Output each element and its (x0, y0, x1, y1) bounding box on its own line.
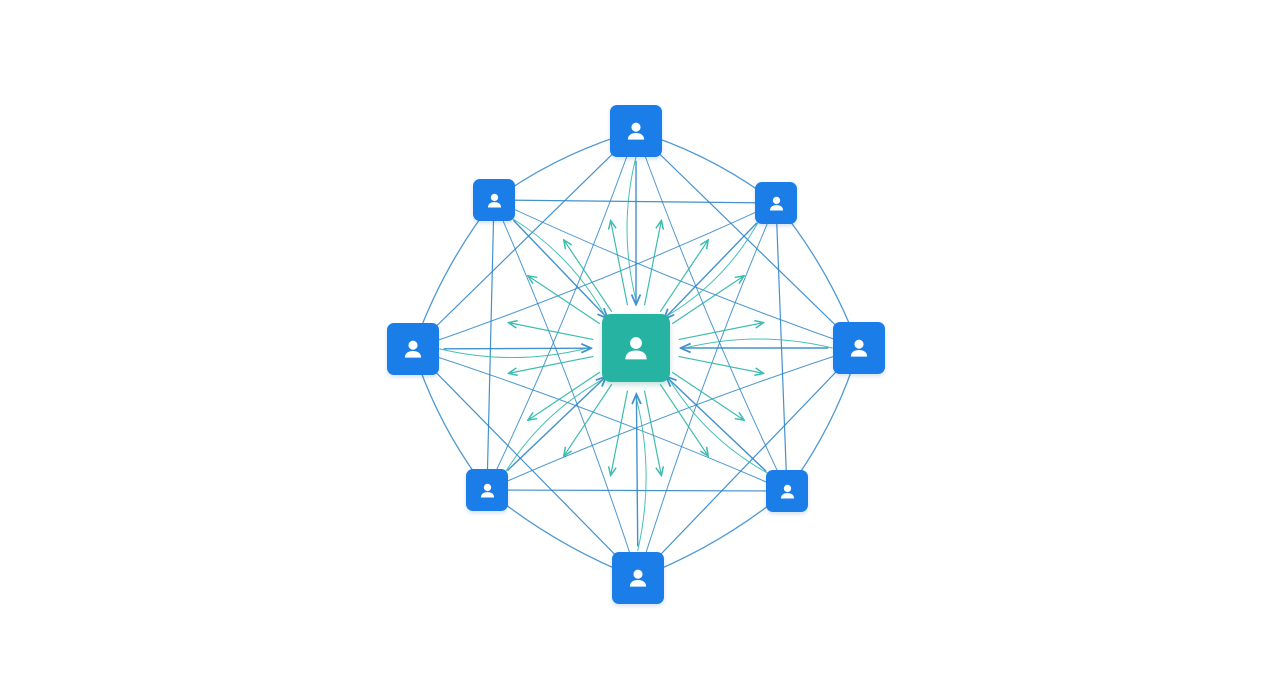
incoming-arrow (443, 348, 591, 349)
mesh-edge (637, 202, 777, 579)
hub-link (635, 398, 647, 551)
user-icon (769, 196, 783, 210)
user-icon (780, 484, 794, 498)
user-node-top-left[interactable] (473, 179, 515, 221)
user-node-top-right[interactable] (755, 182, 797, 224)
outgoing-arrow (659, 240, 708, 313)
outgoing-arrow (671, 276, 745, 325)
outgoing-arrow (508, 323, 594, 341)
mesh-edge (775, 202, 788, 492)
user-icon (404, 340, 422, 358)
user-node-bottom-right[interactable] (766, 470, 808, 512)
hub-link (626, 156, 637, 301)
central-user-node[interactable] (602, 314, 670, 382)
outgoing-arrow (643, 390, 662, 475)
hub-link (668, 378, 770, 475)
mesh-edge (493, 199, 639, 579)
user-icon (480, 483, 494, 497)
incoming-arrow (513, 220, 608, 319)
hub-link (510, 217, 606, 316)
outgoing-arrow (564, 240, 613, 313)
user-icon (850, 339, 868, 357)
mesh-edge (637, 347, 860, 579)
incoming-arrow (664, 222, 758, 319)
mesh-edge (493, 199, 777, 204)
user-icon (487, 193, 501, 207)
outgoing-arrow (508, 355, 594, 374)
mesh-edge (486, 130, 637, 491)
outgoing-arrow (611, 220, 629, 306)
outgoing-arrow (564, 383, 613, 457)
incoming-arrow (666, 377, 767, 472)
user-node-bottom[interactable] (612, 552, 664, 604)
mesh-edge (412, 130, 637, 350)
incoming-arrow (507, 376, 606, 471)
outgoing-arrow (678, 323, 763, 341)
mesh-edge (486, 199, 495, 491)
user-node-top[interactable] (610, 105, 662, 157)
user-node-right[interactable] (833, 322, 885, 374)
user-icon (627, 122, 645, 140)
outgoing-arrow (678, 355, 763, 374)
mesh-edge (412, 348, 788, 492)
outgoing-arrow (671, 371, 745, 420)
user-icon (625, 337, 647, 360)
outgoing-arrow (643, 220, 662, 306)
user-node-bottom-left[interactable] (466, 469, 508, 511)
outgoing-arrow (528, 276, 601, 325)
mesh-edge (635, 130, 788, 492)
user-icon (629, 569, 647, 587)
user-node-left[interactable] (387, 323, 439, 375)
mesh-edge (412, 202, 777, 350)
mesh-edge (486, 347, 860, 491)
hub-link (666, 219, 760, 317)
mesh-edge (493, 199, 860, 349)
mesh-edge (412, 348, 639, 579)
hub-link (439, 347, 588, 359)
hub-link (504, 378, 604, 474)
hub-link (684, 338, 833, 349)
incoming-arrow (636, 394, 637, 547)
outgoing-arrow (528, 371, 601, 420)
outgoing-arrow (611, 390, 629, 475)
outgoing-arrow (659, 383, 708, 457)
